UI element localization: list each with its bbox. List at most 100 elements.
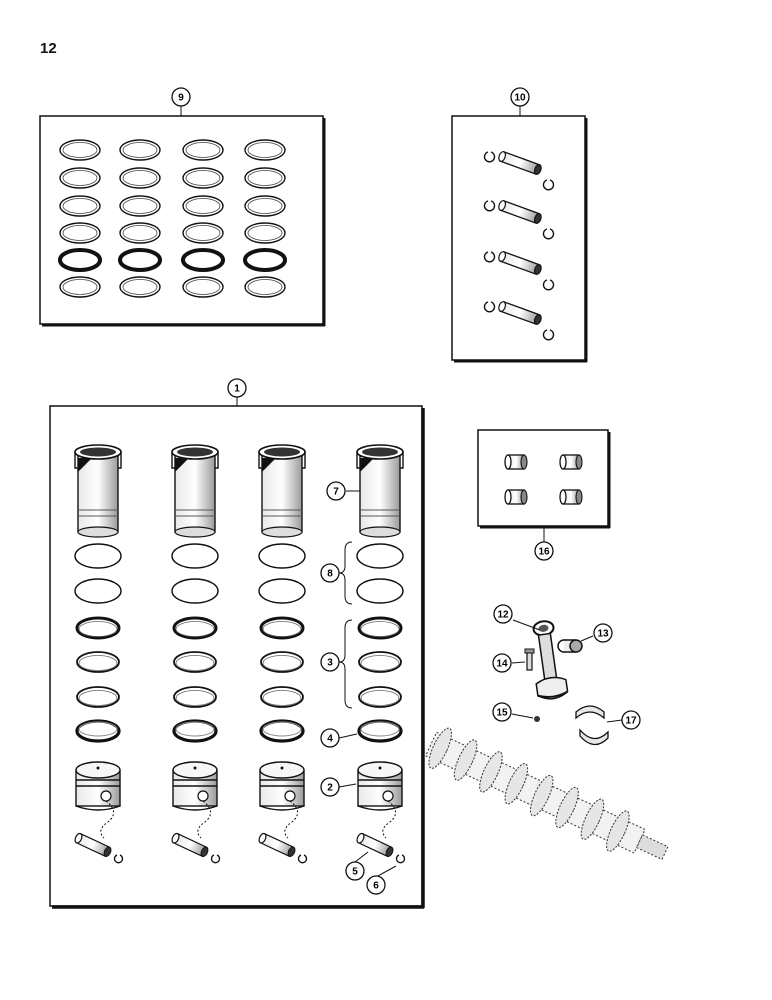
snap-ring — [542, 279, 555, 291]
piston — [357, 761, 403, 811]
snap-ring — [210, 854, 221, 864]
connecting-rod — [532, 620, 569, 700]
svg-text:1: 1 — [234, 384, 240, 395]
crank-web — [428, 727, 452, 769]
bushing — [504, 454, 528, 470]
piston-ring — [173, 651, 217, 673]
pin-set-panel — [451, 115, 588, 363]
oil-ring — [75, 719, 121, 743]
oil-ring — [259, 719, 305, 743]
crank-web — [529, 774, 554, 817]
svg-text:17: 17 — [625, 716, 637, 727]
piston-ring — [76, 686, 120, 708]
piston-ring — [172, 616, 218, 640]
svg-text:5: 5 — [352, 867, 358, 878]
piston-ring — [59, 195, 101, 217]
cylinder-sleeve — [258, 444, 306, 538]
snap-ring — [483, 251, 496, 263]
piston-ring — [260, 686, 304, 708]
sleeve-seal — [356, 578, 404, 604]
piston-ring — [259, 616, 305, 640]
piston-ring — [59, 222, 101, 244]
sleeve-seal — [258, 578, 306, 604]
callout-14: 14 — [492, 653, 512, 673]
piston-ring — [119, 195, 161, 217]
piston-ring — [182, 167, 224, 189]
snap-ring — [483, 200, 496, 212]
piston — [259, 761, 305, 811]
svg-text:14: 14 — [496, 659, 508, 670]
snap-ring — [542, 179, 555, 191]
bushing-set-panel — [477, 429, 611, 529]
piston-ring — [181, 248, 225, 272]
snap-ring — [483, 301, 496, 313]
snap-ring — [395, 854, 406, 864]
piston-ring — [182, 276, 224, 298]
piston-ring — [244, 222, 286, 244]
sleeve-seal — [171, 578, 219, 604]
ring-set-panel — [39, 115, 326, 327]
piston-ring — [358, 651, 402, 673]
snap-ring — [483, 151, 496, 163]
callout-8: 8 — [320, 563, 340, 583]
callout-6: 6 — [366, 875, 386, 895]
piston-pin — [498, 199, 542, 225]
callout-4: 4 — [320, 728, 340, 748]
piston-ring — [244, 139, 286, 161]
piston-pin — [258, 832, 296, 858]
cylinder-sleeve — [356, 444, 404, 538]
svg-text:10: 10 — [514, 93, 526, 104]
piston — [75, 761, 121, 811]
piston-kit-columns — [74, 444, 406, 864]
callout-3: 3 — [320, 652, 340, 672]
svg-text:2: 2 — [327, 783, 333, 794]
svg-text:13: 13 — [597, 629, 609, 640]
bushing — [504, 489, 528, 505]
piston-ring — [182, 139, 224, 161]
svg-text:6: 6 — [373, 881, 379, 892]
callout-15: 15 — [492, 702, 512, 722]
piston-ring — [243, 248, 287, 272]
snap-ring — [542, 329, 555, 341]
piston-ring — [58, 248, 102, 272]
sleeve-seal — [356, 543, 404, 569]
piston-ring — [182, 222, 224, 244]
crank-web — [606, 810, 630, 852]
pin-set-pins — [483, 150, 555, 341]
crank-web — [555, 786, 579, 829]
svg-text:4: 4 — [327, 734, 333, 745]
main-bearing-halves — [575, 705, 609, 746]
crank-web — [580, 798, 605, 840]
callout-7: 7 — [326, 481, 346, 501]
piston-ring — [260, 651, 304, 673]
cylinder-sleeve — [171, 444, 219, 538]
svg-text:7: 7 — [333, 487, 339, 498]
callout-16: 16 — [534, 541, 554, 561]
piston-ring — [244, 167, 286, 189]
piston-ring — [244, 276, 286, 298]
oil-ring — [357, 719, 403, 743]
svg-text:12: 12 — [497, 610, 509, 621]
sleeve-seal — [74, 543, 122, 569]
callout-5: 5 — [345, 861, 365, 881]
piston-ring — [182, 195, 224, 217]
piston-pin — [498, 150, 542, 176]
piston-ring — [75, 616, 121, 640]
ring-set-rings — [58, 139, 287, 298]
svg-text:15: 15 — [496, 708, 508, 719]
svg-text:3: 3 — [327, 658, 333, 669]
piston-ring — [118, 248, 162, 272]
callout-12: 12 — [493, 604, 513, 624]
bushing — [559, 489, 583, 505]
page-number: 12 — [40, 40, 57, 57]
oil-ring — [172, 719, 218, 743]
snap-ring — [542, 228, 555, 240]
piston-pin — [171, 832, 209, 858]
callout-1: 1 — [227, 378, 247, 398]
piston-ring — [358, 686, 402, 708]
snap-ring — [297, 854, 308, 864]
callout-10: 10 — [510, 87, 530, 107]
crankshaft — [424, 727, 669, 861]
piston-ring — [59, 139, 101, 161]
